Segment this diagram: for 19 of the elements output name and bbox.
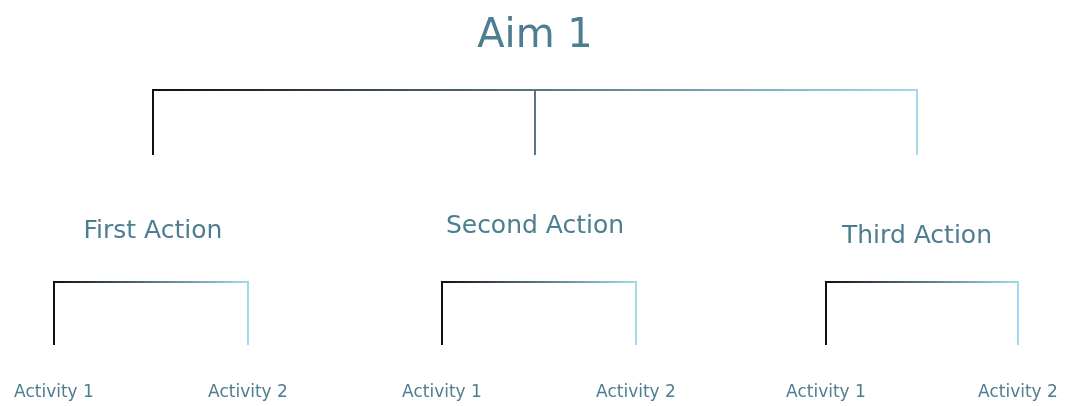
activity-label: Activity 1: [402, 381, 482, 402]
connector-line: [441, 281, 536, 346]
connector-line: [534, 281, 637, 346]
action-label: Third Action: [842, 220, 992, 250]
connector-line: [825, 281, 918, 346]
connector-line: [152, 281, 249, 346]
action-label: First Action: [83, 215, 223, 245]
activity-label: Activity 2: [596, 381, 676, 402]
action-label: Second Action: [445, 210, 625, 240]
activity-label: Activity 1: [14, 381, 94, 402]
connector-line: [534, 89, 918, 156]
connector-line: [916, 281, 1019, 346]
activity-label: Activity 1: [786, 381, 866, 402]
activity-label: Activity 2: [208, 381, 288, 402]
connector-line: [53, 281, 154, 346]
connector-line: [152, 89, 536, 156]
connector-line: [534, 89, 536, 156]
title-heading: Aim 1: [477, 9, 593, 57]
activity-label: Activity 2: [978, 381, 1058, 402]
